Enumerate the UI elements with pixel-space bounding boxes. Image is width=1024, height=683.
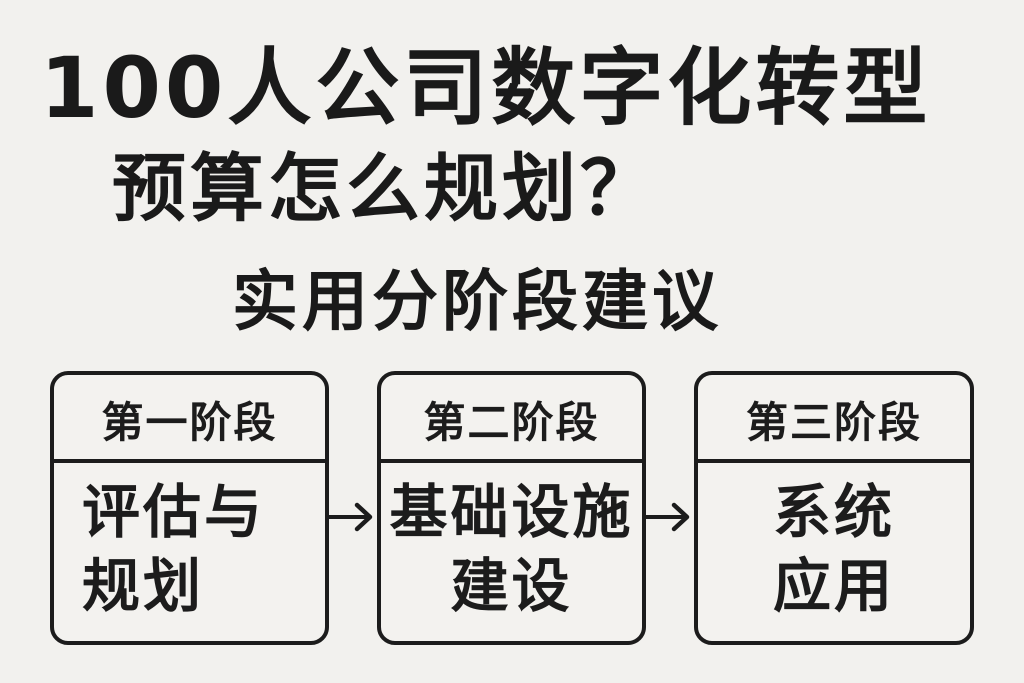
stage-header-3: 第三阶段 (698, 375, 970, 463)
arrow-right-icon (646, 502, 690, 532)
stage-body-2-line-1: 基础设施 (389, 478, 634, 546)
stage-box-3: 第三阶段 系统 应用 (694, 371, 974, 645)
stage-box-2: 第二阶段 基础设施 建设 (377, 371, 646, 645)
stage-body-2-line-2: 建设 (450, 552, 573, 620)
stage-header-1: 第一阶段 (54, 375, 325, 463)
stage-body-3-line-1: 系统 (772, 478, 895, 546)
page-subtitle: 实用分阶段建议 (232, 263, 722, 340)
stage-body-1: 评估与 规划 (54, 463, 325, 623)
arrow-right-icon (329, 502, 373, 532)
stage-body-3-line-2: 应用 (772, 552, 895, 620)
stage-body-1-line-2: 规划 (82, 552, 205, 620)
stage-body-2: 基础设施 建设 (381, 463, 642, 623)
stage-body-1-line-1: 评估与 (82, 478, 266, 546)
stage-box-1: 第一阶段 评估与 规划 (50, 371, 329, 645)
stage-body-3: 系统 应用 (698, 463, 970, 623)
stage-header-2: 第二阶段 (381, 375, 642, 463)
page-title-line-1: 100人公司数字化转型 (40, 39, 932, 137)
page-title-line-2: 预算怎么规划？ (112, 146, 658, 232)
